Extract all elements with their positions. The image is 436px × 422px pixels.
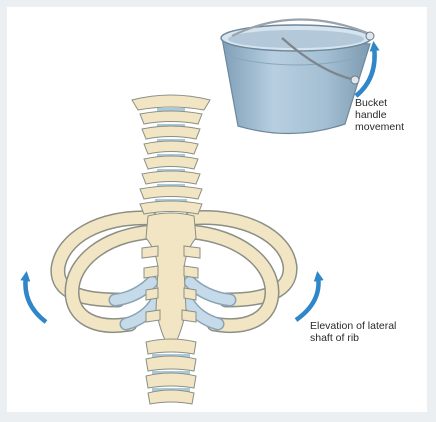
bucket-inner: [228, 30, 364, 48]
rib-label-line2: shaft of rib: [310, 332, 425, 344]
rib-label-line1: Elevation of lateral: [310, 320, 425, 332]
vertebrae-upper: [132, 95, 210, 218]
rib-arrow-right: [296, 276, 319, 320]
bucket-label-line2: handle: [355, 109, 425, 121]
bucket-handle-lug-2: [351, 76, 359, 84]
bucket-body: [222, 38, 370, 134]
rib-arrow-left: [25, 276, 46, 322]
bucket-label-line3: movement: [355, 121, 425, 133]
bucket-label-line1: Bucket: [355, 97, 425, 109]
vertebral-column: [132, 95, 210, 404]
bucket-handle-label: Bucket handle movement: [355, 97, 425, 133]
bucket-handle-lug: [366, 32, 374, 40]
rib-elevation-label: Elevation of lateral shaft of rib: [310, 320, 425, 344]
bucket-icon: [221, 19, 374, 133]
